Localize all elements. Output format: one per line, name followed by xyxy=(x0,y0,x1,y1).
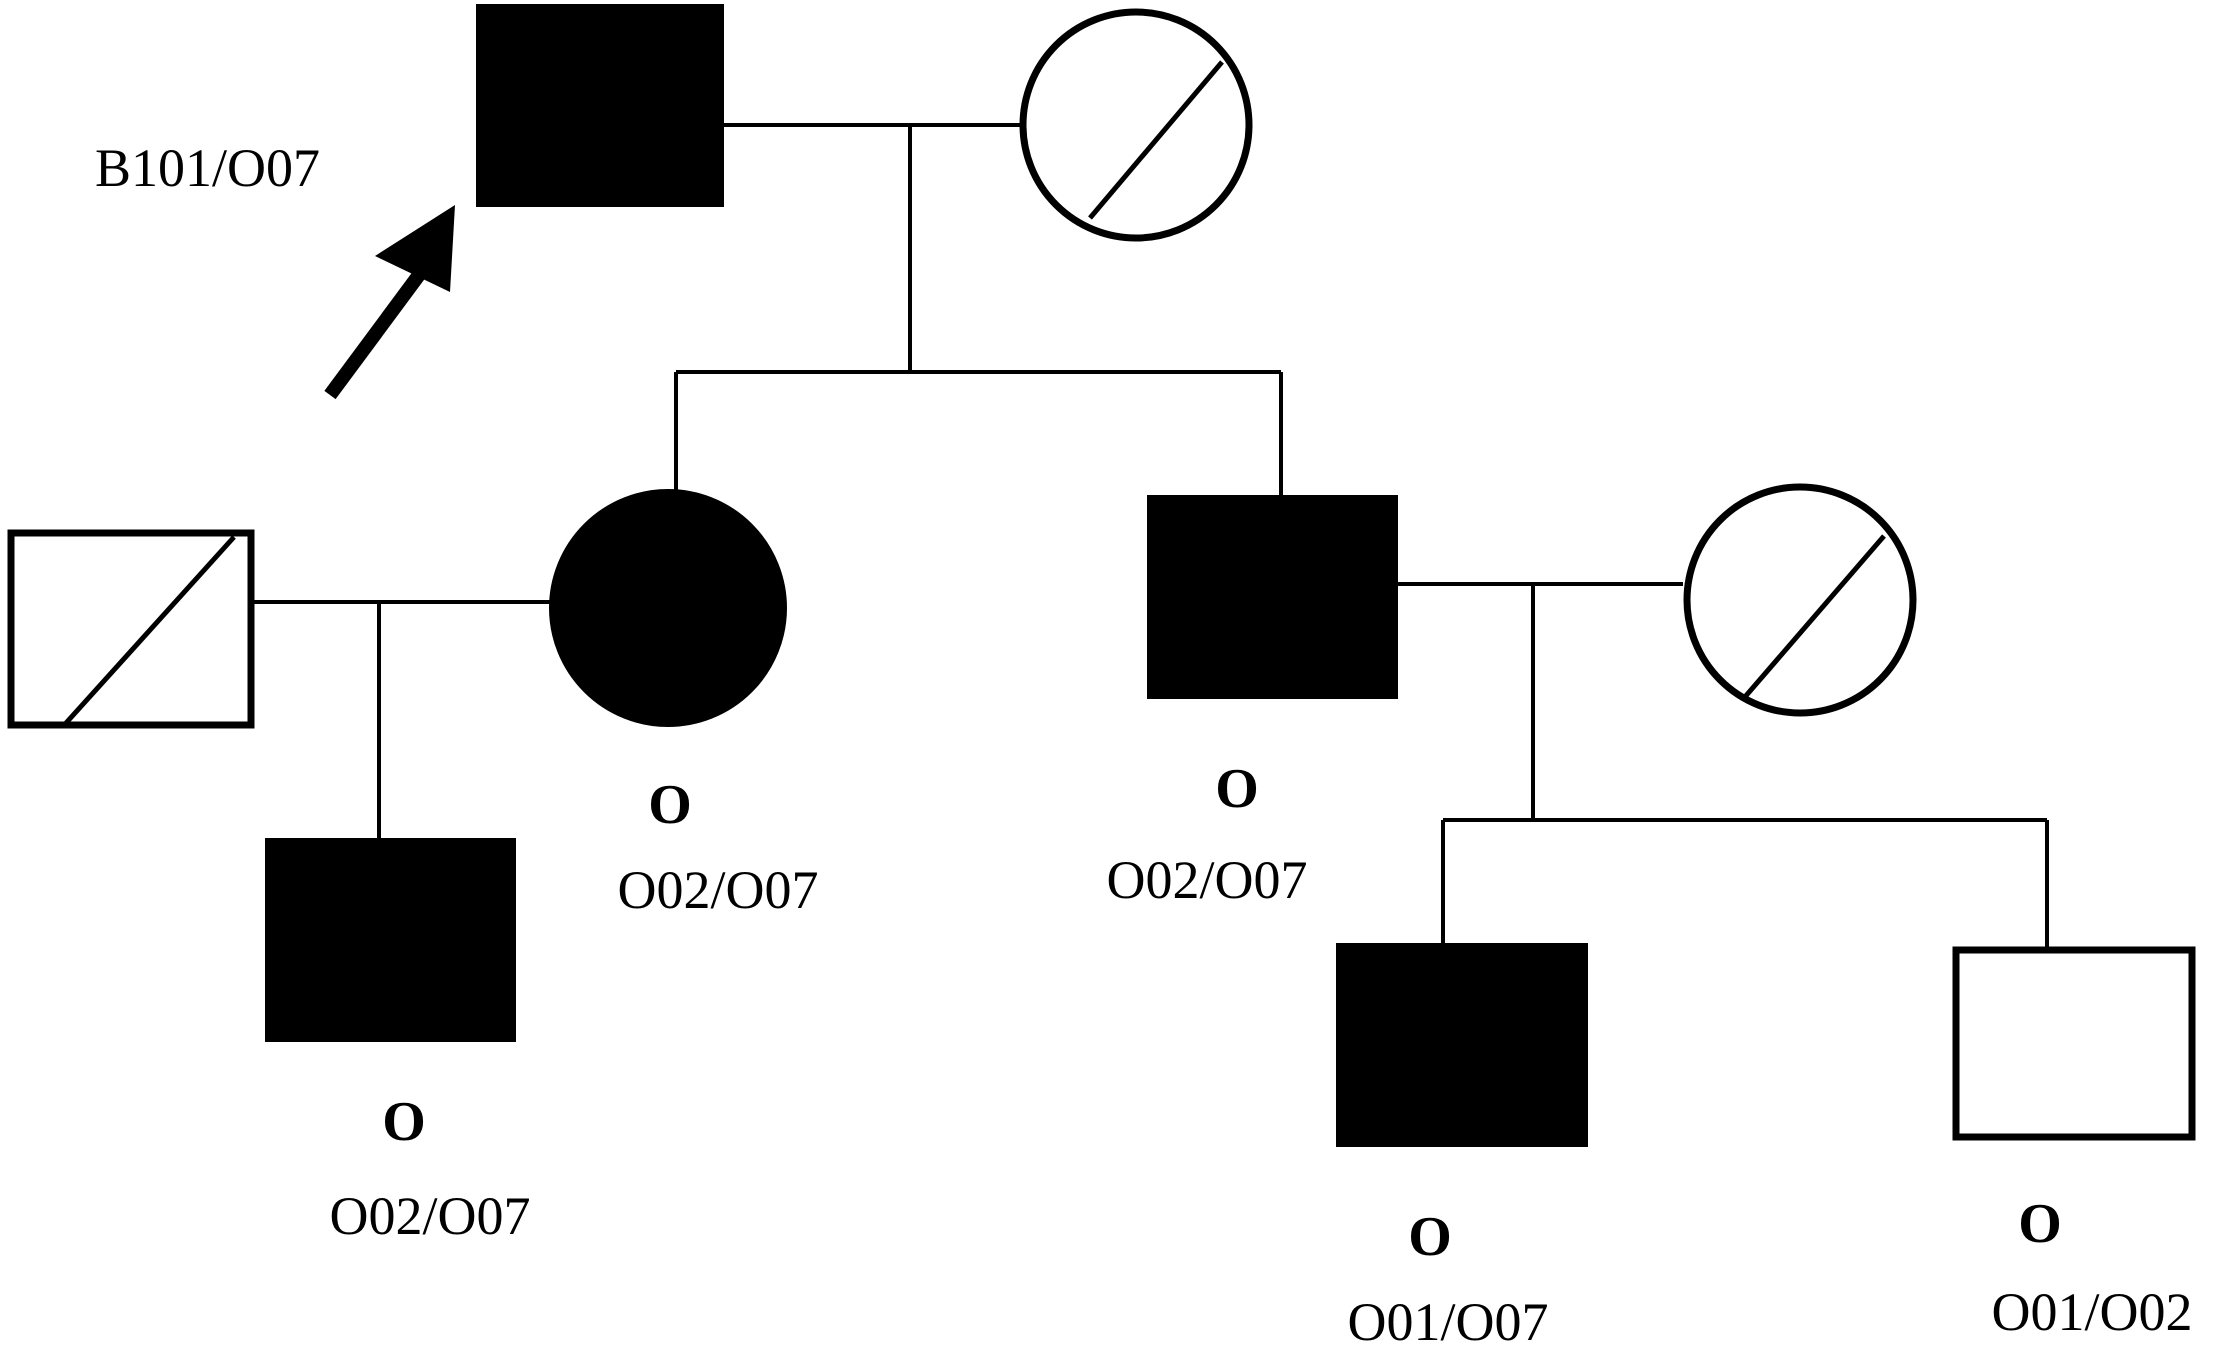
son-phenotype: O xyxy=(1215,758,1259,820)
proband-genotype: B101/O07 xyxy=(95,138,320,198)
grandson-1-genotype: O02/O07 xyxy=(330,1186,531,1246)
son-symbol xyxy=(1147,495,1398,699)
grandson-1-symbol xyxy=(265,838,516,1042)
daughter-symbol xyxy=(549,489,787,727)
arrow-icon xyxy=(324,205,455,400)
grandson-3-phenotype: O xyxy=(2018,1193,2062,1255)
relationship-lines xyxy=(252,123,2049,950)
proband-spouse-symbol xyxy=(1019,8,1253,242)
grandson-1-phenotype: O xyxy=(382,1091,426,1153)
son-spouse-symbol xyxy=(1683,483,1917,717)
grandson-3-symbol xyxy=(1952,946,2196,1141)
grandson-2-genotype: O01/O07 xyxy=(1348,1292,1549,1346)
daughter-genotype: O02/O07 xyxy=(618,860,819,920)
daughter-spouse-symbol xyxy=(7,529,255,729)
grandson-2-phenotype: O xyxy=(1408,1206,1452,1268)
daughter-phenotype: O xyxy=(648,774,692,836)
grandson-2-symbol xyxy=(1336,943,1588,1147)
proband-symbol xyxy=(476,4,724,207)
grandson-3-genotype: O01/O02 xyxy=(1992,1282,2193,1342)
son-genotype: O02/O07 xyxy=(1107,850,1308,910)
